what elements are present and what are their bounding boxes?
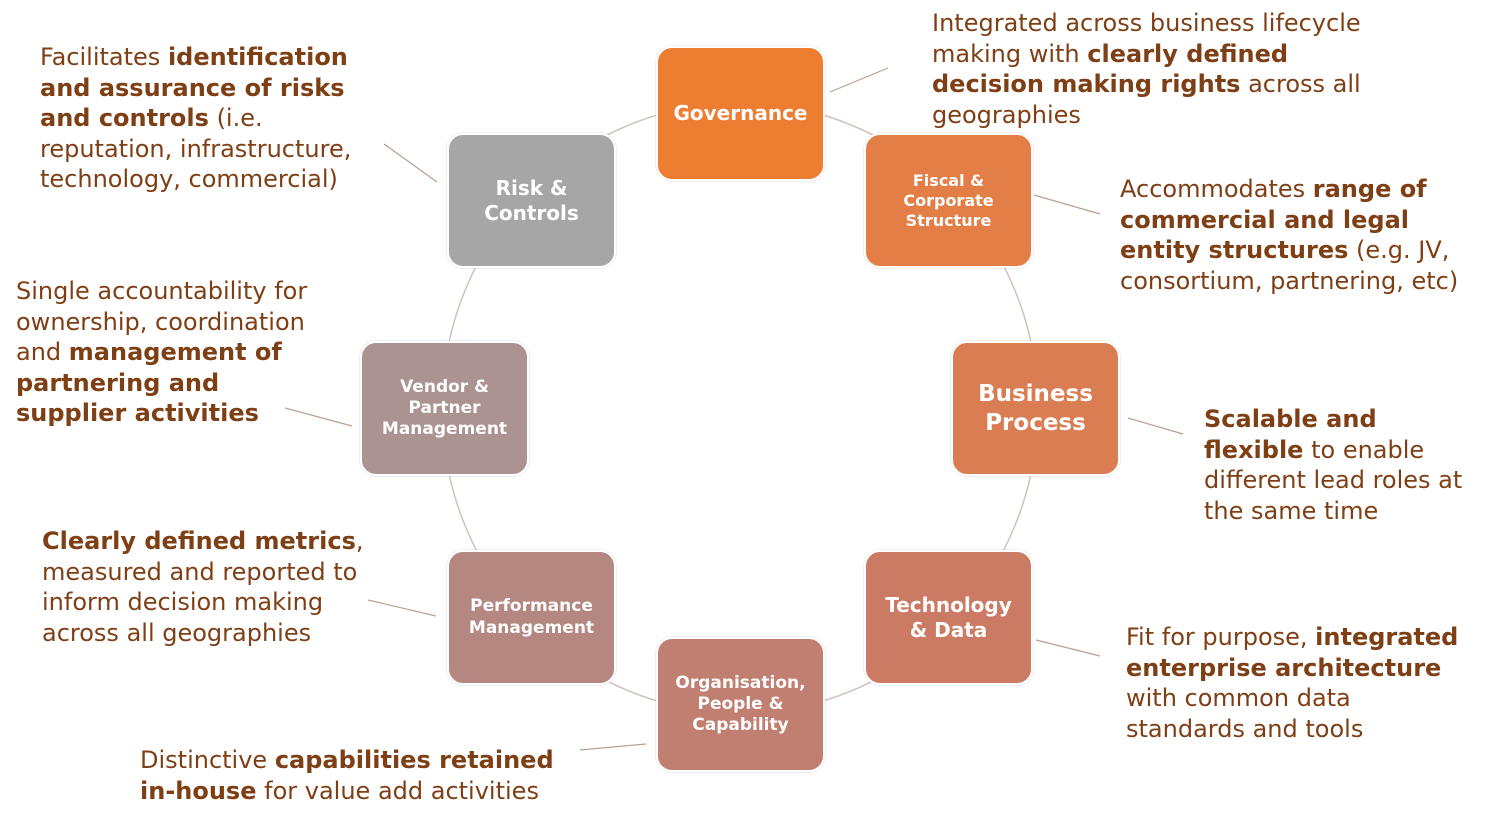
technology-label: Technology & Data (885, 592, 1012, 642)
organisation-note: Distinctive capabilities retained in-hou… (140, 746, 554, 805)
connector-risk (383, 143, 438, 183)
fiscal-label: Fiscal & Corporate Structure (903, 170, 994, 230)
business-process-note: Scalable and flexible to enable differen… (1204, 405, 1463, 525)
technology-note: Fit for purpose, integrated enterprise a… (1126, 623, 1459, 743)
risk-label: Risk & Controls (484, 175, 579, 225)
connector-business (1127, 417, 1184, 435)
governance-label: Governance (673, 101, 808, 125)
vendor-note: Single accountability for ownership, coo… (16, 277, 308, 427)
fiscal-note: Accommodates range of commercial and leg… (1120, 175, 1459, 295)
business-process-node: Business Process (951, 341, 1120, 476)
organisation-node: Organisation, People & Capability (656, 637, 825, 772)
organisation-label: Organisation, People & Capability (675, 672, 806, 736)
connector-performance (367, 599, 437, 617)
connector-vendor (284, 407, 353, 427)
business-process-label: Business Process (978, 380, 1093, 436)
technology-node: Technology & Data (864, 550, 1033, 685)
fiscal-node: Fiscal & Corporate Structure (864, 133, 1033, 268)
performance-note: Clearly defined metrics, measured and re… (42, 527, 364, 647)
risk-node: Risk & Controls (447, 133, 616, 268)
performance-node: Performance Management (447, 550, 616, 685)
connector-technology (1035, 639, 1101, 657)
connector-governance (829, 67, 889, 93)
risk-note: Facilitates identification and assurance… (40, 43, 352, 193)
connector-fiscal (1033, 194, 1101, 215)
governance-node: Governance (656, 46, 825, 181)
governance-note: Integrated across business lifecycle mak… (932, 9, 1361, 129)
vendor-node: Vendor & Partner Management (360, 341, 529, 476)
connector-organisation (579, 743, 647, 751)
vendor-label: Vendor & Partner Management (381, 376, 508, 440)
performance-label: Performance Management (468, 596, 595, 638)
